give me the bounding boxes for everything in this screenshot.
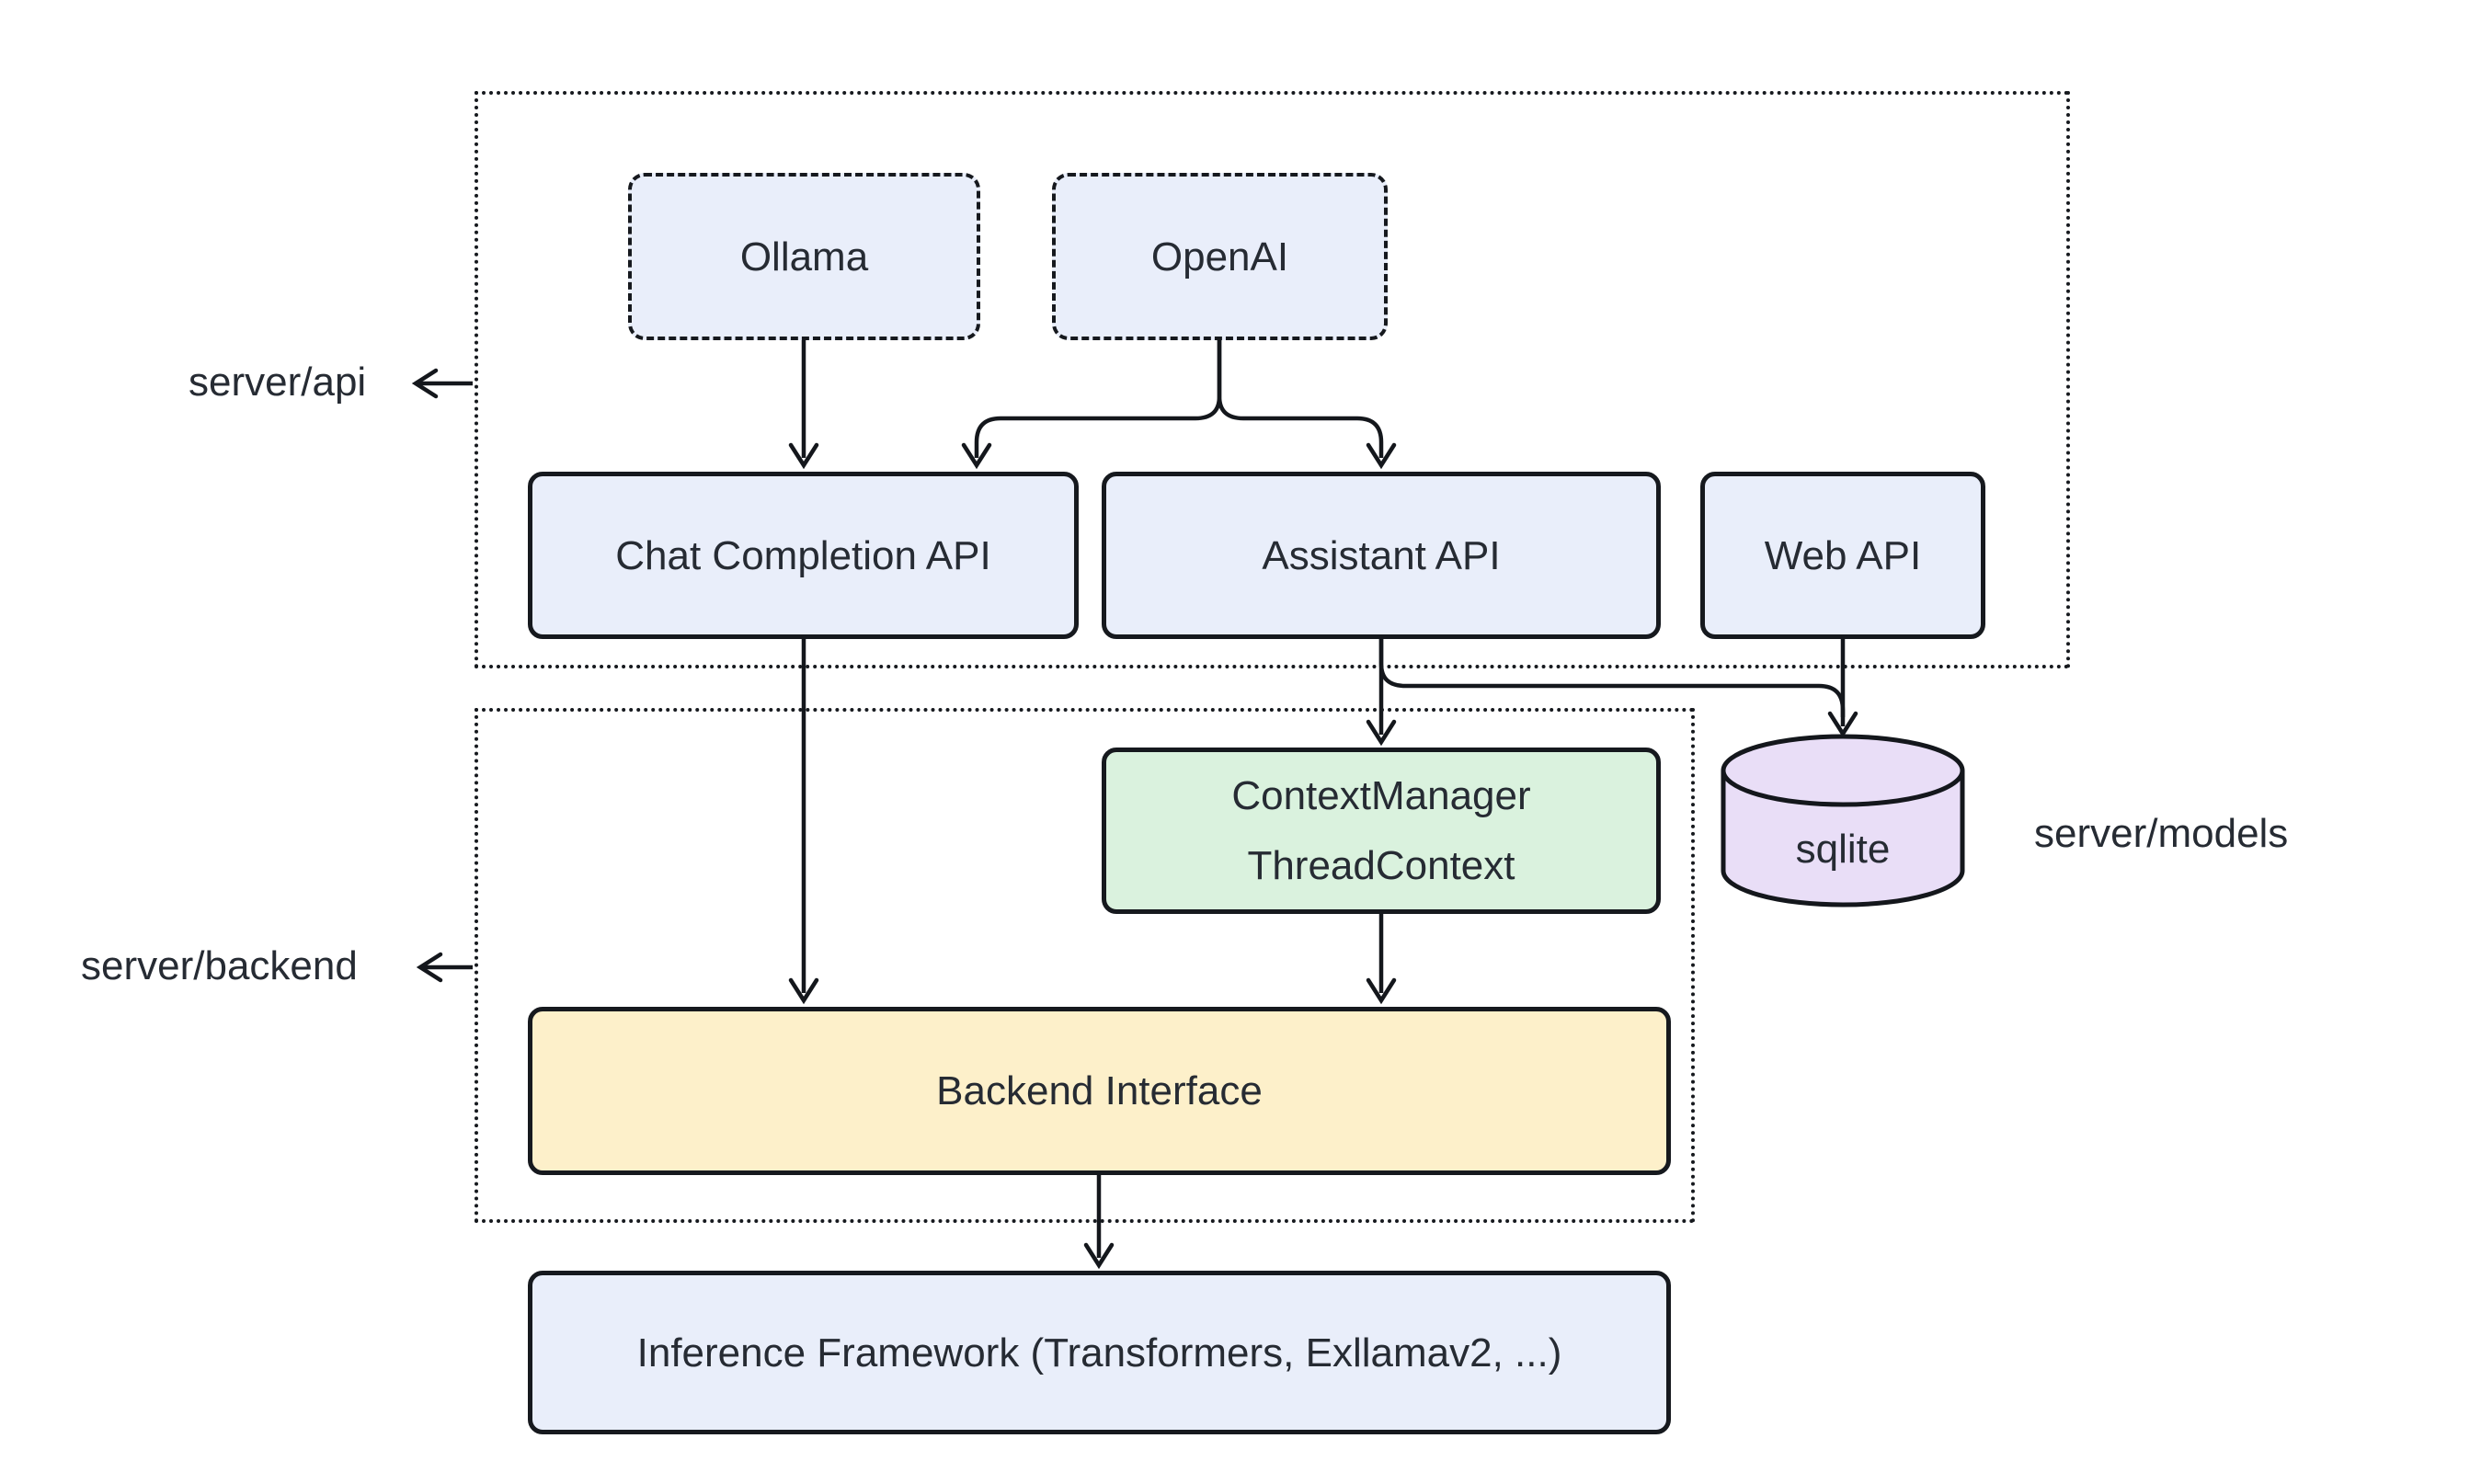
node-backend-interface: Backend Interface — [528, 1007, 1671, 1175]
node-inference-framework-label: Inference Framework (Transformers, Exlla… — [636, 1330, 1562, 1376]
label-server-api: server/api — [189, 360, 367, 405]
node-assistant-api: Assistant API — [1102, 472, 1661, 639]
group-server-backend — [475, 708, 1695, 1223]
node-assistant-api-label: Assistant API — [1262, 532, 1501, 578]
node-ollama: Ollama — [628, 173, 980, 340]
node-chat-completion-api-label: Chat Completion API — [615, 532, 991, 578]
arrow-openai-to-assistant-api — [1217, 340, 1384, 458]
group-server-api — [475, 91, 2070, 668]
pointer-arrowhead-server-backend — [416, 952, 443, 983]
arrowhead-contextmanager-to-backend — [1366, 977, 1397, 1005]
label-server-backend: server/backend — [81, 943, 358, 988]
arrow-openai-to-chat-api — [974, 340, 1222, 458]
arrowhead-assistant-to-contextmanager — [1366, 719, 1397, 747]
node-web-api: Web API — [1700, 472, 1985, 639]
node-context-manager-label: ContextManager ThreadContext — [1231, 761, 1530, 900]
arrowhead-openai-to-assistant-api — [1366, 442, 1397, 470]
node-backend-interface-label: Backend Interface — [936, 1068, 1263, 1113]
node-openai-label: OpenAI — [1150, 234, 1289, 280]
node-openai: OpenAI — [1052, 173, 1388, 340]
node-context-manager: ContextManager ThreadContext — [1102, 748, 1661, 914]
label-server-models: server/models — [2034, 811, 2289, 856]
node-ollama-label: Ollama — [739, 234, 869, 280]
arrowhead-backend-to-inference — [1083, 1242, 1115, 1270]
node-chat-completion-api: Chat Completion API — [528, 472, 1079, 639]
arrowhead-openai-to-chat-api — [961, 442, 992, 470]
sqlite-cylinder-body — [1721, 771, 1965, 908]
context-manager-line2: ThreadContext — [1247, 842, 1515, 888]
context-manager-line1: ContextManager — [1231, 772, 1531, 818]
sqlite-cylinder-top — [1721, 734, 1965, 807]
node-web-api-label: Web API — [1764, 532, 1922, 578]
node-inference-framework: Inference Framework (Transformers, Exlla… — [528, 1271, 1671, 1434]
arrowhead-chat-api-to-backend — [788, 977, 819, 1005]
arrowhead-ollama-to-chat-api — [788, 442, 819, 470]
arrowhead-webapi-to-sqlite — [1827, 711, 1858, 738]
pointer-arrowhead-server-api — [411, 368, 439, 399]
sqlite-label: sqlite — [1796, 827, 1891, 872]
sqlite-cylinder: sqlite — [1721, 734, 1965, 908]
